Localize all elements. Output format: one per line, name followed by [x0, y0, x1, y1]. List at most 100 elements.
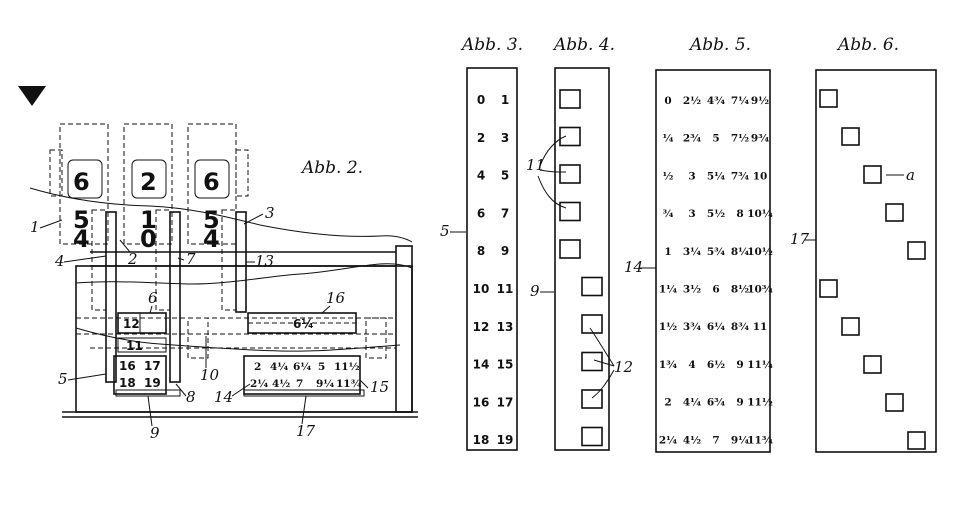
- abb3-cell: 16: [473, 395, 490, 409]
- caption-abb4: Abb. 4.: [552, 35, 615, 55]
- abb5-cell: 6: [712, 284, 719, 296]
- caption-abb2: Abb. 2.: [300, 158, 363, 178]
- ref-abb6-a: a: [906, 166, 915, 184]
- abb3-cell: 7: [501, 206, 509, 220]
- abb5-cell: ½: [663, 170, 674, 182]
- abb3-cell: 19: [497, 433, 514, 447]
- abb6-window: [819, 279, 838, 298]
- break-line-upper: [29, 187, 413, 243]
- strip-abb6-windows: [819, 89, 926, 450]
- abb6-window: [863, 355, 882, 374]
- abb5-cell: 3: [688, 170, 695, 182]
- mid-box-value: 11: [126, 339, 143, 353]
- ref-2: 2: [127, 250, 138, 268]
- slide-right-r2c4: 9¼: [316, 378, 334, 390]
- abb5-cell: 1: [664, 246, 671, 258]
- wheel-3-digit-low: 4: [203, 225, 220, 253]
- abb5-cell: 11: [753, 321, 768, 333]
- ref-1: 1: [30, 218, 40, 236]
- abb4-window: [581, 276, 603, 297]
- abb5-cell: 5: [712, 133, 719, 145]
- strip-abb3: [466, 67, 518, 451]
- ref-abb3-5: 5: [440, 222, 450, 240]
- abb5-cell: 2¼: [659, 434, 677, 446]
- abb5-cell: 2: [664, 397, 671, 409]
- abb6-window: [907, 431, 926, 450]
- slide-right-r2c2: 4½: [272, 378, 290, 390]
- abb3-cell: 11: [497, 282, 514, 296]
- abb5-cell: 4¾: [707, 95, 725, 107]
- abb4-window: [559, 239, 581, 259]
- abb6-window: [885, 203, 904, 222]
- abb6-window: [819, 89, 838, 108]
- caption-abb3: Abb. 3.: [460, 35, 523, 55]
- abb5-cell: 7¼: [731, 95, 749, 107]
- caption-abb6: Abb. 6.: [836, 35, 899, 55]
- abb3-cell: 2: [477, 131, 485, 145]
- ref-6: 6: [148, 289, 158, 307]
- ref-abb6-17: 17: [790, 230, 810, 248]
- abb5-cell: 2½: [683, 95, 701, 107]
- abb5-cell: ¼: [663, 133, 674, 145]
- break-line-lower: [75, 263, 413, 285]
- ref-3: 3: [265, 204, 275, 222]
- abb3-cell: 0: [477, 93, 485, 107]
- window-left-value: 12: [123, 317, 140, 331]
- window-right-value: 6¼: [293, 317, 314, 331]
- ref-7: 7: [186, 250, 196, 268]
- abb6-window: [885, 393, 904, 412]
- abb3-cell: 5: [501, 169, 509, 183]
- digit-wheel-2: 2 1 0: [123, 123, 173, 253]
- abb5-cell: 9¾: [751, 133, 769, 145]
- abb3-cell: 13: [497, 320, 514, 334]
- ref-13: 13: [255, 252, 274, 270]
- abb5-cell: 11¼: [747, 359, 773, 371]
- slide-left-r2c1: 18: [119, 376, 136, 390]
- abb4-window: [559, 89, 581, 109]
- abb3-cell: 1: [501, 93, 509, 107]
- abb5-cell: 11½: [747, 397, 773, 409]
- abb6-window: [907, 241, 926, 260]
- abb4-window: [581, 314, 603, 334]
- abb5-cell: 9: [736, 359, 743, 371]
- slide-left-r1c2: 17: [144, 359, 161, 373]
- slide-left: 16 17 18 19: [113, 355, 181, 397]
- corner-triangle-marker: [18, 86, 46, 106]
- abb5-cell: 3¼: [683, 246, 701, 258]
- ref-5: 5: [58, 370, 68, 388]
- digit-wheel-1: 6 5 4: [59, 123, 109, 253]
- abb5-cell: 2¾: [683, 133, 701, 145]
- ref-14: 14: [214, 388, 233, 406]
- digit-wheel-3: 6 5 4: [187, 123, 237, 253]
- ref-8: 8: [186, 388, 196, 406]
- rack-bar-3: [235, 211, 247, 313]
- abb5-cell: 10¼: [747, 208, 773, 220]
- ref-9: 9: [150, 424, 160, 442]
- abb5-cell: 10¾: [747, 284, 773, 296]
- abb5-cell: 5¾: [707, 246, 725, 258]
- abb5-cell: 11¾: [747, 434, 773, 446]
- abb5-cell: 9½: [751, 95, 769, 107]
- abb6-window: [863, 165, 882, 184]
- abb5-cell: 8½: [731, 284, 749, 296]
- abb6-window: [841, 127, 860, 146]
- slide-right-r1c4: 5: [318, 361, 325, 373]
- abb4-window: [559, 201, 581, 222]
- abb5-cell: 4¼: [683, 397, 701, 409]
- ref-abb4-11: 11: [526, 156, 545, 174]
- ref-17: 17: [296, 422, 316, 440]
- wheel-housing-left-tab: [49, 149, 63, 197]
- abb5-cell: 6½: [707, 359, 725, 371]
- abb5-cell: 9: [736, 397, 743, 409]
- abb3-cell: 8: [477, 244, 485, 258]
- wheel-2-digit-mid: 1: [140, 206, 157, 234]
- abb5-cell: 3: [688, 208, 695, 220]
- ref-10: 10: [200, 366, 220, 384]
- slide-right-r2c3: 7: [296, 378, 303, 390]
- ref-4: 4: [54, 252, 65, 270]
- abb5-cell: 1¼: [659, 284, 677, 296]
- abb3-cell: 14: [473, 358, 490, 372]
- abb5-cell: 4½: [683, 434, 701, 446]
